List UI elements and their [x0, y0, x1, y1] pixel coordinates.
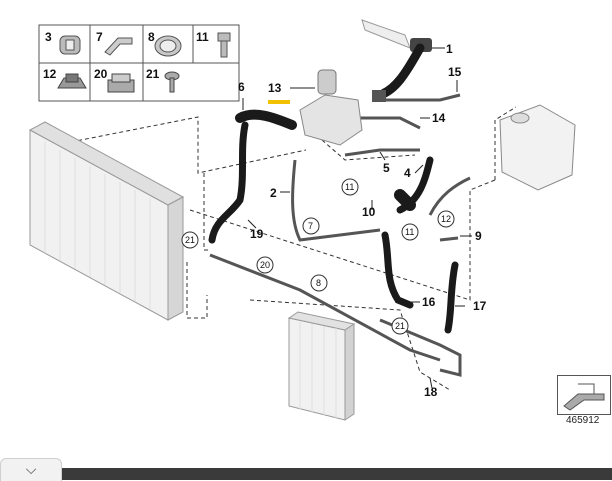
callout-2: 2 — [270, 186, 277, 200]
callout-10: 10 — [362, 205, 376, 219]
reference-number: 465912 — [566, 415, 600, 426]
circled-11-a: 11 — [345, 182, 354, 192]
legend-num-8: 8 — [148, 30, 155, 44]
circled-11-b: 11 — [405, 227, 414, 237]
reference-box — [557, 375, 611, 415]
callout-4: 4 — [404, 166, 411, 180]
part-reference-icon — [563, 383, 605, 411]
circled-markers — [181, 178, 455, 335]
bolt-icon — [217, 32, 231, 58]
callout-6: 6 — [238, 80, 245, 94]
callout-14: 14 — [432, 111, 446, 125]
dashed-outlines — [29, 106, 517, 391]
radiator — [28, 121, 185, 321]
legend-num-3: 3 — [45, 30, 52, 44]
circled-7: 7 — [308, 221, 313, 231]
hose-clamp-icon — [154, 35, 182, 57]
auxiliary-radiator — [287, 311, 356, 421]
grommet-icon — [107, 73, 135, 93]
callout-9: 9 — [475, 229, 482, 243]
highlight-mark — [268, 100, 290, 104]
legend-grid — [38, 24, 240, 102]
thermostat-housing — [299, 69, 386, 146]
circled-21-a: 21 — [185, 235, 195, 245]
chevron-down-icon: ⌵ — [25, 462, 37, 478]
bracket-icon — [104, 37, 133, 56]
callout-16: 16 — [422, 295, 436, 309]
callout-17: 17 — [473, 299, 487, 313]
circled-20: 20 — [260, 260, 270, 270]
callout-5: 5 — [383, 161, 390, 175]
legend-num-7: 7 — [96, 30, 103, 44]
screw-icon — [164, 71, 180, 93]
dropdown-toggle-button[interactable]: ⌵ — [0, 458, 62, 481]
callout-15: 15 — [448, 65, 462, 79]
callout-18: 18 — [424, 385, 438, 399]
callout-13: 13 — [268, 81, 282, 95]
metal-lines — [209, 93, 471, 377]
bottom-bar — [0, 468, 612, 480]
legend-num-12: 12 — [43, 67, 57, 81]
callout-8-ring — [310, 274, 328, 292]
leader-lines — [242, 47, 472, 389]
callout-1: 1 — [446, 42, 453, 56]
nut-icon — [57, 73, 87, 89]
callout-8: 8 — [316, 278, 321, 288]
legend-num-21: 21 — [146, 67, 160, 81]
legend-num-20: 20 — [94, 67, 108, 81]
callout-19: 19 — [250, 227, 264, 241]
hoses — [208, 43, 459, 334]
circled-21-b: 21 — [395, 321, 405, 331]
expansion-tank — [499, 104, 576, 191]
circled-12: 12 — [441, 214, 451, 224]
legend-num-11: 11 — [196, 30, 209, 44]
clamp-icon — [59, 35, 81, 55]
